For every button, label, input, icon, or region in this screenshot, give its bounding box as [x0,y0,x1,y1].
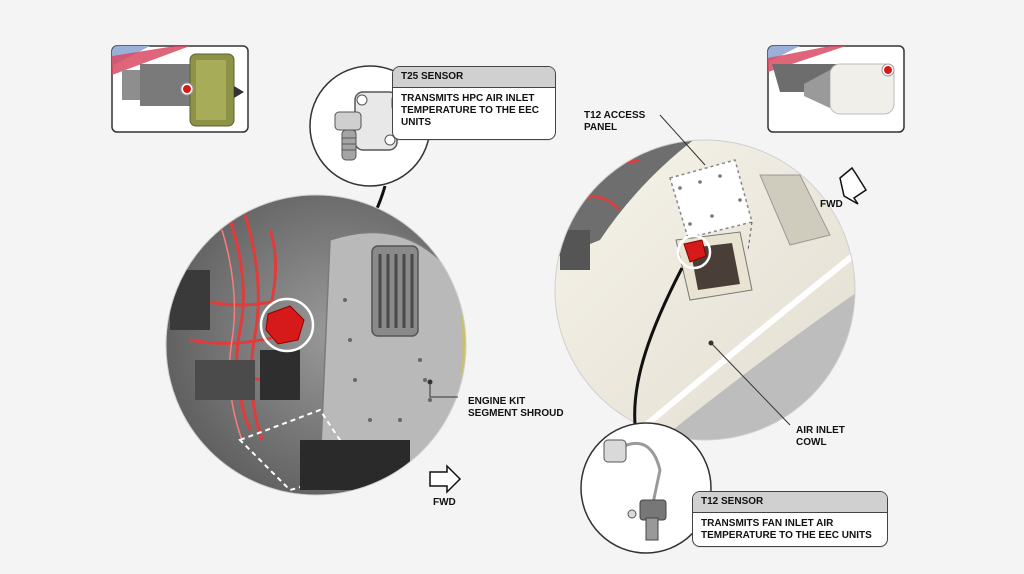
engine-thumbnail-right [768,46,904,132]
t12-access-panel-label: T12 ACCESS PANEL [584,110,662,134]
t25-sensor-description: TRANSMITS HPC AIR INLET TEMPERATURE TO T… [393,88,555,134]
fwd-arrow-left-icon [430,466,460,492]
engine-kit-segment-shroud-label: ENGINE KIT SEGMENT SHROUD [468,396,574,420]
t12-sensor-title: T12 SENSOR [693,492,887,513]
engine-thumbnail-left [112,46,248,132]
t12-sensor-description: TRANSMITS FAN INLET AIR TEMPERATURE TO T… [693,513,887,547]
t25-sensor-title: T25 SENSOR [393,67,555,88]
engine-core-detail-view [160,190,480,510]
red-dot-icon [884,66,892,74]
fwd-arrow-right-icon [840,168,866,204]
air-inlet-cowl-label: AIR INLET COWL [796,425,856,449]
fwd-label-right: FWD [820,199,843,211]
fwd-label-left: FWD [433,497,456,509]
air-inlet-detail-view [550,135,860,445]
t25-sensor-callout: T25 SENSOR TRANSMITS HPC AIR INLET TEMPE… [392,66,556,140]
t12-sensor-callout: T12 SENSOR TRANSMITS FAN INLET AIR TEMPE… [692,491,888,547]
red-dot-icon [183,85,191,93]
